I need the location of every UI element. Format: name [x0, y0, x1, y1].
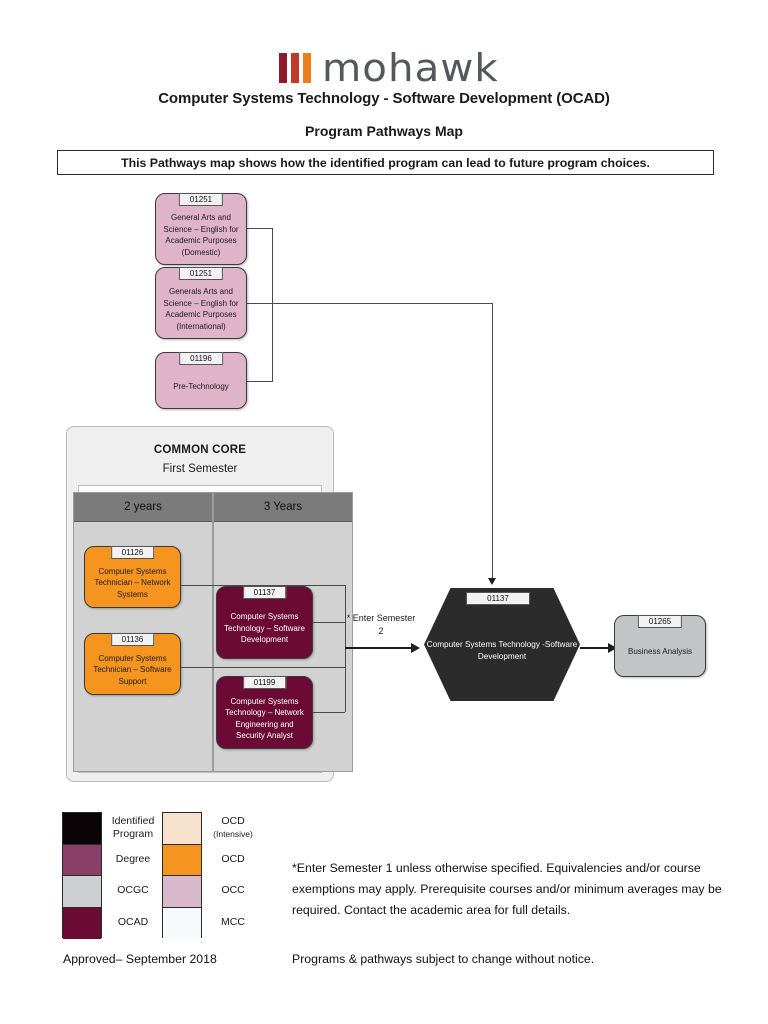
logo-bars-icon — [279, 53, 312, 83]
program-code: 01196 — [179, 352, 223, 365]
program-label: General Arts and Science – English for A… — [163, 213, 239, 257]
legend-swatch-mcc — [163, 907, 201, 939]
program-label: Computer Systems Technology – Network En… — [225, 696, 304, 741]
logo-wordmark: mohawk — [322, 46, 499, 90]
legend-label-ocd: OCD — [221, 852, 245, 865]
program-label: Business Analysis — [627, 647, 693, 657]
legend: Identified Program Degree OCGC OCAD OCD … — [62, 812, 254, 939]
program-code: 01265 — [637, 615, 683, 628]
program-code: 01137 — [242, 586, 287, 599]
connector-feeder-bus — [272, 228, 273, 382]
enter-semester-note: * Enter Semester 2 — [346, 613, 416, 636]
program-node-gas-international[interactable]: 01251 Generals Arts and Science – Englis… — [155, 267, 247, 339]
approved-date: Approved– September 2018 — [63, 952, 217, 966]
identified-program-code: 01137 — [466, 592, 530, 605]
identified-program-label: Computer Systems Technology -Software De… — [426, 639, 578, 661]
program-code: 01251 — [178, 267, 224, 280]
program-node-business-analysis[interactable]: 01265 Business Analysis — [614, 615, 706, 677]
program-code: 01136 — [110, 633, 155, 646]
program-code: 01126 — [110, 546, 155, 559]
page-subtitle: Program Pathways Map — [305, 123, 463, 139]
legend-swatch-ocad — [63, 907, 101, 939]
connector-arrow-into-hex — [488, 578, 496, 585]
common-core-title: COMMON CORE — [153, 444, 247, 456]
connector-core-to-hex — [345, 647, 411, 649]
connector-core-1 — [181, 585, 345, 586]
common-core-subtitle: First Semester — [162, 463, 238, 475]
connector-hex-to-destination — [580, 647, 608, 649]
legend-label-ocgc: OCGC — [117, 884, 149, 897]
program-node-cst-software-support[interactable]: 01136 Computer Systems Technician – Soft… — [84, 633, 181, 695]
legend-label-occ: OCC — [221, 884, 245, 897]
connector-arrow-destination-in — [608, 643, 617, 653]
connector-riser-down — [492, 303, 493, 578]
footnote-text: *Enter Semester 1 unless otherwise speci… — [292, 861, 722, 917]
program-label: Generals Arts and Science – English for … — [163, 287, 239, 331]
disclaimer-text: Programs & pathways subject to change wi… — [292, 952, 595, 966]
program-node-cst-software-development[interactable]: 01137 Computer Systems Technology – Soft… — [216, 586, 313, 659]
legend-label-text: OCD — [221, 814, 245, 827]
program-node-cst-network-engineering[interactable]: 01199 Computer Systems Technology – Netw… — [216, 676, 313, 749]
program-label: Computer Systems Technician – Network Sy… — [94, 566, 171, 599]
legend-labels-column-2: OCD (Intensive) OCD OCC MCC — [204, 812, 262, 938]
info-banner: This Pathways map shows how the identifi… — [57, 150, 714, 175]
program-label: Computer Systems Technician – Software S… — [93, 653, 172, 686]
legend-swatch-ocgc — [63, 876, 101, 908]
legend-label-identified-program: Identified Program — [111, 814, 155, 840]
legend-swatch-ocd — [163, 844, 201, 876]
legend-labels-column-1: Identified Program Degree OCGC OCAD — [104, 812, 162, 938]
legend-swatch-column-2 — [162, 812, 202, 939]
legend-label-mcc: MCC — [221, 915, 245, 928]
legend-label-ocd-intensive: OCD (Intensive) — [204, 812, 262, 844]
connector-feeder-1 — [247, 228, 273, 229]
connector-feeder-2 — [247, 303, 273, 304]
connector-core-4 — [313, 712, 345, 713]
column-2-years: 2 years — [73, 492, 213, 772]
legend-swatch-occ — [163, 876, 201, 908]
connector-core-2 — [181, 667, 345, 668]
legend-label-degree: Degree — [115, 852, 151, 865]
column-header-3-years: 3 Years — [214, 493, 352, 522]
program-label: Computer Systems Technology – Software D… — [224, 612, 305, 645]
legend-label-sub: (Intensive) — [213, 828, 253, 839]
program-code: 01199 — [242, 676, 287, 689]
program-label: Pre-Technology — [173, 381, 229, 391]
legend-swatch-ocd-intensive — [163, 813, 201, 845]
legend-swatch-identified-program — [63, 813, 101, 845]
page-title: Computer Systems Technology - Software D… — [158, 90, 610, 107]
column-header-2-years: 2 years — [74, 493, 212, 522]
legend-label-ocad: OCAD — [117, 915, 149, 928]
connector-feeder-3 — [247, 381, 273, 382]
legend-swatch-degree — [63, 844, 101, 876]
program-node-cst-network-systems[interactable]: 01126 Computer Systems Technician – Netw… — [84, 546, 181, 608]
connector-feeder-to-riser — [272, 303, 492, 304]
connector-core-3 — [313, 622, 345, 623]
mohawk-logo: mohawk — [0, 46, 768, 90]
connector-arrow-hex-in — [411, 643, 420, 653]
program-code: 01251 — [178, 193, 224, 206]
program-node-pre-technology[interactable]: 01196 Pre-Technology — [155, 352, 247, 409]
legend-swatch-column-1 — [62, 812, 102, 939]
identified-program-node[interactable]: Computer Systems Technology -Software De… — [424, 588, 580, 701]
program-node-gas-domestic[interactable]: 01251 General Arts and Science – English… — [155, 193, 247, 265]
